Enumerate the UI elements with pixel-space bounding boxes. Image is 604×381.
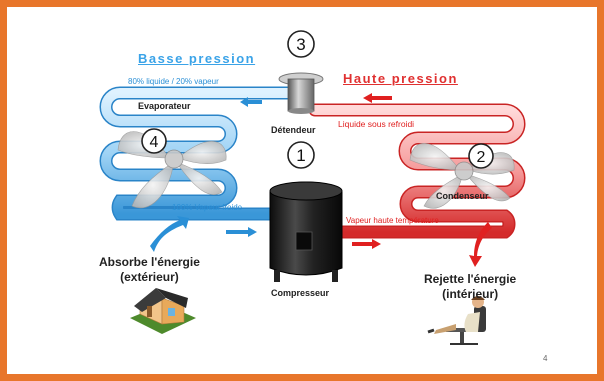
rejects-energy-line2: (intérieur) (442, 287, 499, 301)
rejects-energy-line1: Rejette l'énergie (424, 272, 517, 286)
liquid-vapor-label: 80% liquide / 20% vapeur (128, 77, 219, 86)
blue-arrow-bottom (226, 227, 257, 237)
house-illustration (130, 288, 196, 334)
high-pressure-title: Haute pression (343, 71, 458, 86)
rejects-energy-label: Rejette l'énergie (intérieur) (424, 272, 516, 302)
step-badge-3: 3 (287, 30, 315, 58)
expansion-valve-label: Détendeur (271, 125, 316, 135)
evaporator-label: Evaporateur (138, 101, 191, 111)
absorbs-energy-label: Absorbe l'énergie (extérieur) (99, 255, 200, 285)
step-number: 2 (477, 149, 486, 166)
condenser-fan (409, 142, 515, 209)
expansion-valve (278, 72, 324, 114)
energy-in-arrow (150, 216, 189, 252)
condenser-label: Condenseur (436, 191, 489, 201)
flow-arrows (150, 93, 492, 267)
hot-vapor-label: Vapeur haute température (346, 216, 439, 225)
step-badge-4: 4 (141, 128, 167, 154)
blue-arrow-top (240, 97, 262, 107)
step-badge-2: 2 (468, 143, 494, 169)
red-arrow-top (363, 93, 392, 103)
step-number: 3 (296, 35, 305, 54)
compressor-label: Compresseur (271, 288, 330, 298)
subcooled-liquid-label: Liquide sous refroidi (338, 119, 415, 129)
step-number: 4 (150, 134, 159, 151)
step-number: 1 (296, 146, 305, 165)
step-badge-1: 1 (287, 141, 315, 169)
condenser-coil (308, 103, 526, 239)
red-arrow-bottom (352, 239, 381, 249)
person-relaxing-illustration (427, 296, 486, 345)
compressor (269, 181, 343, 282)
evaporator-coil (99, 86, 297, 221)
cold-vapor-label: 100% Vapeur froide (172, 203, 243, 212)
absorbs-energy-line2: (extérieur) (120, 270, 179, 284)
page-number: 4 (543, 354, 548, 363)
low-pressure-title: Basse pression (138, 51, 256, 66)
absorbs-energy-line1: Absorbe l'énergie (99, 255, 200, 269)
energy-out-arrow (469, 222, 492, 267)
